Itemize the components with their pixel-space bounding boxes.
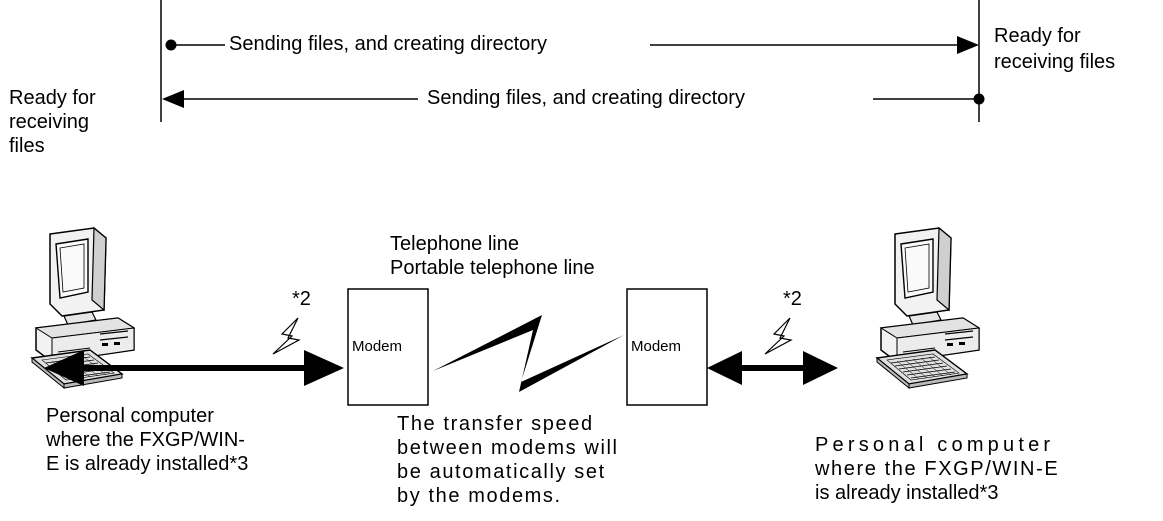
right-ready-line-2: receiving files	[994, 51, 1116, 73]
left-lightning-icon	[272, 317, 301, 355]
left-ready-line-3: files	[9, 135, 45, 157]
left-modem-box	[347, 288, 429, 406]
speed-note-line-3: be automatically set	[397, 461, 606, 483]
send-arrow-to-right	[165, 36, 979, 54]
right-caption-line-1: Personal computer	[815, 434, 1055, 456]
left-link-note: *2	[292, 288, 311, 310]
right-lightning-icon	[764, 317, 793, 355]
send-arrow-to-left	[162, 90, 985, 108]
right-link-note: *2	[783, 288, 802, 310]
right-computer-icon	[876, 227, 980, 389]
left-caption-line-2: where the FXGP/WIN-	[46, 429, 245, 451]
arrow-right-label: Sending files, and creating directory	[229, 33, 547, 55]
right-modem-box	[626, 288, 708, 406]
left-caption-line-3: E is already installed*3	[46, 453, 249, 475]
speed-note-line-1: The transfer speed	[397, 413, 594, 435]
right-caption-line-2: where the FXGP/WIN-E	[815, 458, 1060, 480]
arrow-left-label: Sending files, and creating directory	[427, 87, 745, 109]
speed-note-line-2: between modems will	[397, 437, 619, 459]
left-modem-label: Modem	[352, 338, 403, 355]
right-modem-label: Modem	[631, 338, 682, 355]
telephone-line-text-2: Portable telephone line	[390, 257, 595, 279]
left-ready-line-1: Ready for	[9, 87, 96, 109]
left-caption-line-1: Personal computer	[46, 405, 214, 427]
right-caption-line-3: is already installed*3	[815, 482, 999, 504]
speed-note-line-4: by the modems.	[397, 485, 562, 507]
telephone-line-text-1: Telephone line	[390, 233, 519, 255]
left-double-arrow	[44, 350, 344, 386]
telephone-line-zigzag	[433, 315, 624, 392]
right-ready-line-1: Ready for	[994, 25, 1081, 47]
right-double-arrow	[707, 351, 838, 385]
left-ready-line-2: receiving	[9, 111, 90, 133]
